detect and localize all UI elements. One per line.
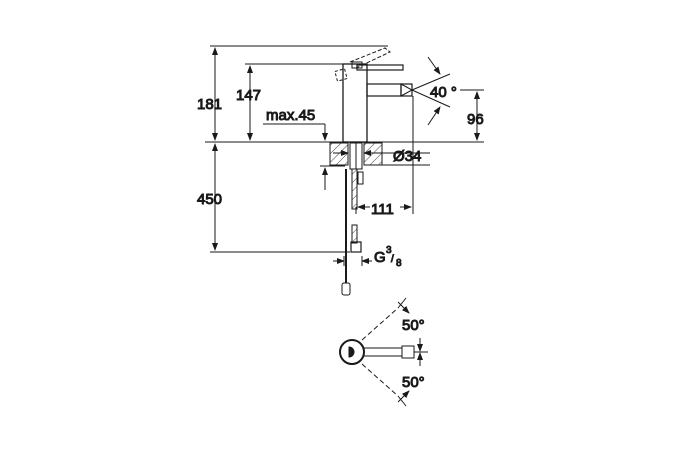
lever-open-position — [349, 47, 391, 69]
label-181: 181 — [197, 96, 222, 113]
label-g-num: 3 — [386, 245, 392, 256]
label-111: 111 — [371, 201, 394, 218]
label-40deg: 40 ° — [430, 84, 457, 101]
lever-knob — [351, 61, 363, 69]
label-max45: max.45 — [266, 107, 315, 124]
side-view — [205, 45, 484, 296]
label-50-left: 50° — [402, 317, 425, 334]
top-view — [339, 297, 428, 407]
counter-hatch-left — [329, 142, 349, 166]
spout-plan — [363, 347, 403, 357]
label-d34: Ø34 — [393, 148, 421, 165]
label-147: 147 — [236, 87, 261, 104]
lever-handle — [356, 64, 404, 71]
label-96: 96 — [467, 111, 484, 128]
label-g-slash: / — [391, 254, 394, 265]
counter-hatch-right — [363, 142, 383, 166]
hose-nut — [357, 171, 364, 185]
label-g: G — [374, 249, 386, 266]
nozzle-detail — [400, 83, 414, 97]
angle-line-up — [411, 73, 451, 91]
spout-nozzle — [400, 83, 413, 97]
nozzle-plan — [401, 345, 415, 359]
swivel-right-dashed — [361, 363, 399, 397]
g38-connector — [350, 241, 362, 253]
lever-dashed — [334, 68, 348, 82]
spout — [366, 83, 402, 97]
flex-hose — [351, 168, 358, 210]
label-450: 450 — [197, 191, 222, 208]
label-50-right: 50° — [402, 374, 425, 391]
body-plan-mark — [348, 346, 355, 358]
label-g-den: 8 — [396, 258, 402, 269]
swivel-left-dashed — [361, 307, 399, 341]
mixer-body — [342, 63, 368, 143]
hose-end-cap — [341, 282, 351, 296]
angle-line-down — [411, 89, 451, 108]
